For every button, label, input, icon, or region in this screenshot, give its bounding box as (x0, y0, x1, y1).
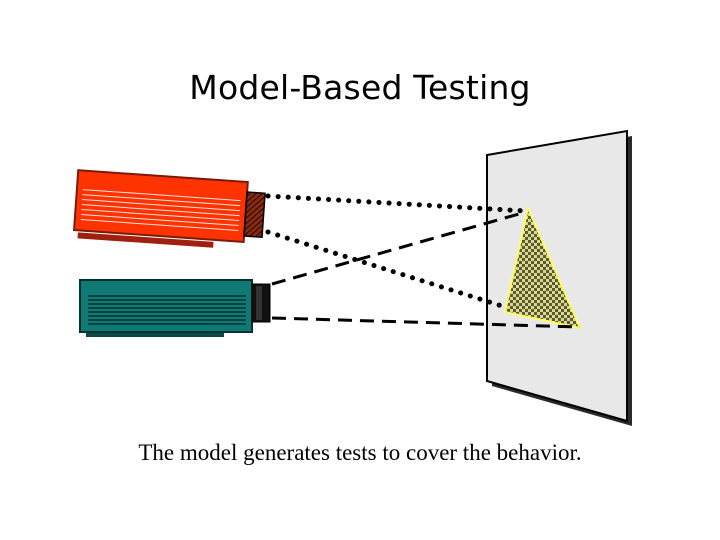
dotted-ray-top (265, 193, 529, 214)
dashed-ray-bottom (271, 316, 581, 329)
dashed-ray-top (271, 210, 527, 286)
checkered-triangle-icon (503, 204, 582, 330)
teal-projector-icon (79, 279, 271, 337)
projection-rays (265, 193, 581, 329)
red-projector-icon (72, 169, 266, 248)
dotted-ray-bottom (265, 229, 505, 309)
slide-title: Model-Based Testing (189, 68, 531, 107)
slide-caption: The model generates tests to cover the b… (138, 440, 582, 465)
